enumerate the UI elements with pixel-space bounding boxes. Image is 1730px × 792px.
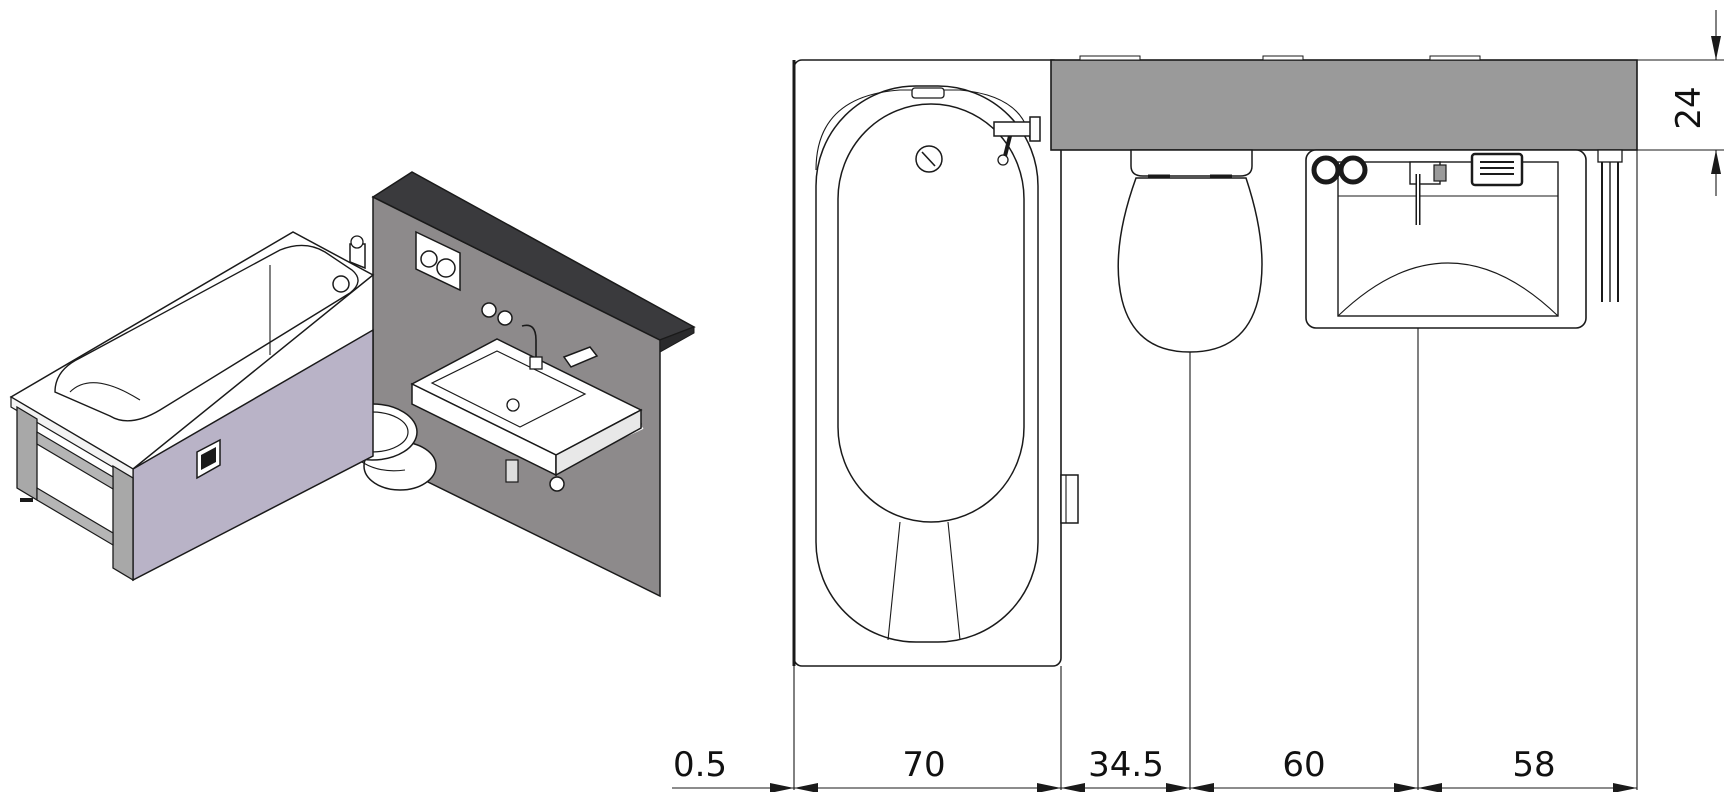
dim-label-vertical: 24	[1669, 86, 1709, 129]
plan-washbasin	[1305, 149, 1587, 329]
dim-label-4: 58	[1512, 745, 1555, 785]
plan-bathtub	[792, 59, 1079, 667]
dimension-lines	[672, 10, 1724, 792]
iso-cup-holders	[481, 302, 513, 326]
plan-towel-rail	[1597, 149, 1623, 302]
iso-bath-frame	[16, 405, 134, 582]
plan-bath-mixer	[993, 116, 1041, 166]
dim-label-0: 0.5	[673, 745, 727, 785]
plan-view: 0.5 70 34.5 60 58 24	[672, 10, 1724, 792]
iso-washbasin	[410, 324, 643, 483]
dimension-labels: 0.5 70 34.5 60 58 24	[673, 86, 1709, 785]
plan-paper-holder	[1060, 474, 1079, 524]
iso-bath-mixer	[332, 235, 366, 293]
plan-soap-dish	[1470, 152, 1524, 187]
isometric-view	[9, 171, 696, 598]
iso-soap-dish	[562, 346, 599, 368]
iso-flush-plate	[415, 230, 461, 292]
plan-bath-overflow	[911, 87, 945, 99]
plan-wc	[1117, 149, 1263, 353]
iso-bathtub	[9, 231, 375, 582]
plan-cup-holders	[1311, 155, 1368, 185]
iso-paper-holder	[196, 438, 221, 480]
dim-label-3: 60	[1282, 745, 1325, 785]
plan-faucet	[1409, 161, 1447, 225]
plan-wall-panel	[1050, 55, 1638, 151]
dim-label-2: 34.5	[1088, 745, 1164, 785]
dim-label-1: 70	[902, 745, 945, 785]
